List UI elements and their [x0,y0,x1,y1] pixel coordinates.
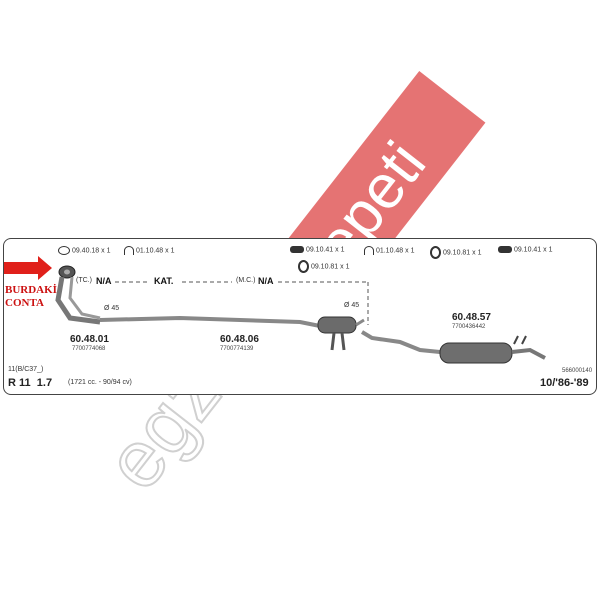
parts-header-item: 09.10.81 x 1 [430,246,481,259]
front-pipe [55,276,101,325]
part-oem: 7700436442 [452,324,486,330]
parts-header-item: 09.10.81 x 1 [298,260,349,273]
parts-header-item: 01.10.48 x 1 [364,246,414,255]
model-name: R 11 1.7 [8,377,53,389]
section-mc-value: N/A [258,276,274,286]
section-kat: KAT. [154,276,174,286]
rubber-hanger-icon [290,246,304,253]
callout-arrow [4,256,52,280]
gasket-ring-icon [58,246,70,255]
part-number: 60.48.06 [220,334,259,345]
hanger-ring-icon [430,246,441,259]
rear-silencer [439,342,513,364]
clamp-icon [124,246,134,255]
parts-header-item: 09.10.41 x 1 [290,246,344,253]
parts-header-item: 09.10.41 x 1 [498,246,552,253]
hanger-ring-icon [298,260,309,273]
rear-pipe [360,330,441,354]
model-years: 10/'86-'89 [540,377,589,389]
engine: 1.7 [36,377,53,389]
section-tc-value: N/A [96,276,112,286]
middle-pipe [99,315,321,328]
part-oem: 7700774139 [220,346,254,352]
section-mc: (M.C.) [236,277,256,284]
clamp-icon [364,246,374,255]
part-oem: 7700774068 [72,346,106,352]
part-number: 60.48.01 [70,334,109,345]
callout-line2: CONTA [5,297,44,309]
parts-header-item: 01.10.48 x 1 [124,246,174,255]
parts-header-item: 09.40.18 x 1 [58,246,110,255]
center-silencer [317,316,357,334]
callout-label: BURDAKİ CONTA [5,284,57,310]
engine-spec: (1721 cc. - 90/94 cv) [68,379,132,386]
catalog-ref: 566000140 [562,368,593,374]
diameter-label: Ø 45 [104,305,120,312]
diameter-label: Ø 45 [344,302,360,309]
rubber-hanger-icon [498,246,512,253]
section-tc: (TC.) [76,277,92,284]
part-number: 60.48.57 [452,312,491,323]
model-code: 11(B/C37_) [8,366,44,373]
callout-line1: BURDAKİ [5,284,57,296]
tailpipe [511,347,546,360]
